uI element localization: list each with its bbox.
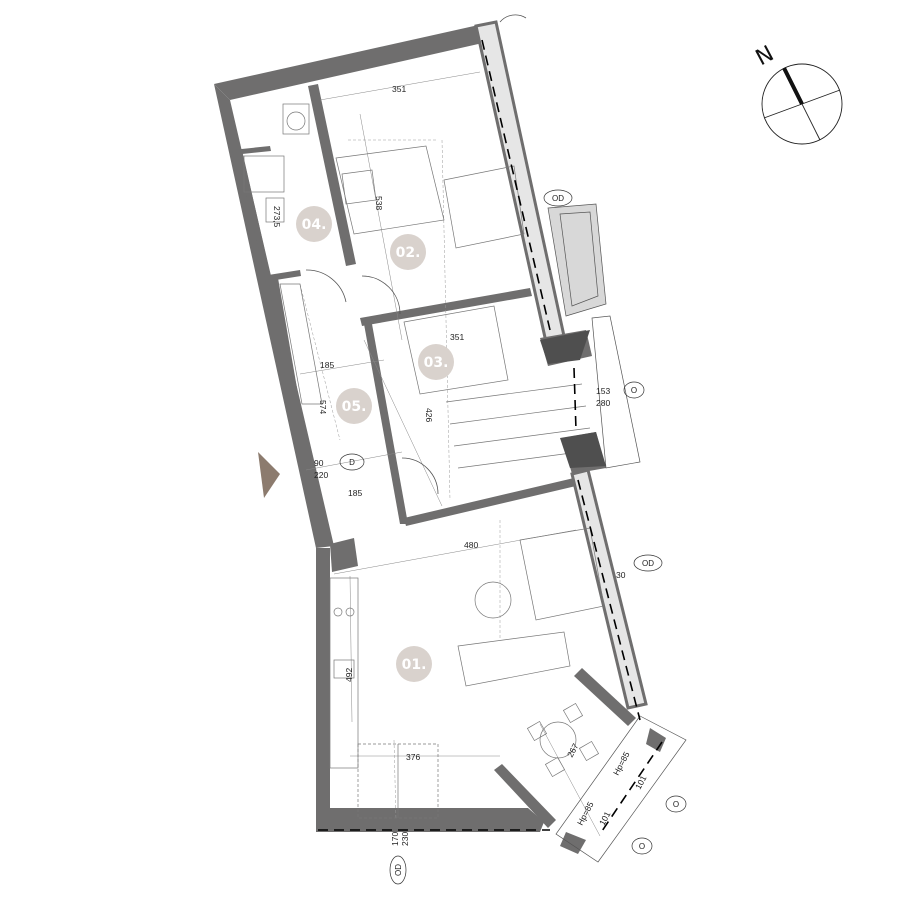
dim-351-top: 351 bbox=[392, 84, 406, 94]
dim-574: 574 bbox=[318, 400, 328, 414]
wall-05-inner bbox=[268, 278, 308, 452]
dim-90: 90 bbox=[314, 458, 324, 468]
room-label-03: 03. bbox=[424, 355, 449, 371]
bed-02 bbox=[335, 145, 445, 235]
wall-bay-right bbox=[646, 728, 666, 752]
glazing bbox=[318, 39, 663, 835]
wall-bottom bbox=[316, 808, 544, 832]
dim-492: 492 bbox=[344, 668, 354, 682]
dim-185-bottom: 185 bbox=[348, 488, 362, 498]
dim-101-b: 101 bbox=[597, 809, 613, 826]
furniture bbox=[243, 14, 605, 819]
lamp-table bbox=[474, 581, 512, 619]
room-label-02: 02. bbox=[396, 245, 421, 261]
badge-03 bbox=[418, 344, 454, 380]
tag-o-balcony-b: O bbox=[639, 842, 645, 851]
dim-101-a: 101 bbox=[633, 773, 649, 790]
dim-538: 538 bbox=[374, 196, 384, 210]
kitchen-counter bbox=[329, 577, 359, 769]
dim-426: 426 bbox=[424, 408, 434, 422]
balcony-rail-a bbox=[540, 330, 590, 364]
wall-bay-upper bbox=[574, 668, 636, 726]
dim-153: 153 bbox=[596, 386, 610, 396]
balcony-rail-b bbox=[560, 432, 606, 468]
wardrobe-01 bbox=[519, 527, 605, 621]
tag-o-mid: O bbox=[631, 386, 637, 395]
wall-left-lower bbox=[316, 548, 330, 828]
wall-kitchen-top bbox=[330, 538, 358, 572]
tag-od-bottom: OD bbox=[394, 864, 403, 876]
shower bbox=[282, 103, 310, 135]
room-label-05: 05. bbox=[342, 399, 367, 415]
dim-280: 280 bbox=[596, 398, 610, 408]
tag-od-top: OD bbox=[552, 194, 564, 203]
entrance-arrow-icon bbox=[258, 452, 280, 498]
wardrobe-02 bbox=[443, 165, 525, 249]
dim-267: 267 bbox=[565, 741, 581, 758]
dim-480: 480 bbox=[464, 540, 478, 550]
pillow-02 bbox=[341, 169, 377, 205]
north-label: N bbox=[752, 41, 778, 71]
badge-01 bbox=[396, 646, 432, 682]
dim-220: 220 bbox=[314, 470, 328, 480]
dim-30: 30 bbox=[616, 570, 626, 580]
wall-bay-bottom bbox=[560, 832, 586, 854]
wall-bay-left bbox=[494, 764, 556, 828]
dim-hp85-a: Hp=85 bbox=[611, 750, 632, 777]
dim-hp85-b: Hp=85 bbox=[575, 800, 596, 827]
tag-d-door: D bbox=[349, 458, 355, 467]
dim-170: 170 bbox=[390, 832, 400, 846]
bed-03 bbox=[403, 305, 509, 395]
balconies bbox=[540, 203, 687, 863]
interior-walls bbox=[232, 84, 576, 572]
tag-o-balcony-a: O bbox=[673, 800, 679, 809]
wall-top bbox=[214, 22, 496, 100]
badge-02 bbox=[390, 234, 426, 270]
dimension-lines bbox=[299, 71, 601, 837]
north-needle-icon bbox=[782, 67, 804, 105]
wall-03-bottom bbox=[404, 478, 576, 526]
compass-circle bbox=[761, 63, 843, 145]
sofa bbox=[457, 631, 571, 687]
wall-bath-right bbox=[308, 84, 356, 266]
closet-entry bbox=[279, 283, 323, 405]
north-compass: N bbox=[752, 41, 843, 145]
wall-hall bbox=[364, 324, 408, 524]
room-label-04: 04. bbox=[302, 217, 327, 233]
dim-351-mid: 351 bbox=[450, 332, 464, 342]
wall-02-03 bbox=[360, 288, 532, 326]
room-label-01: 01. bbox=[402, 657, 427, 673]
exterior-walls bbox=[214, 20, 666, 854]
dim-376: 376 bbox=[406, 752, 420, 762]
badge-05 bbox=[336, 388, 372, 424]
wall-bath-left bbox=[236, 150, 272, 282]
room-badges: 04. 02. 03. 05. 01. bbox=[296, 206, 454, 682]
dim-230: 230 bbox=[400, 832, 410, 846]
dim-185-top: 185 bbox=[320, 360, 334, 370]
window-tags: OD O OD O O OD D bbox=[339, 189, 687, 885]
washbasin bbox=[265, 197, 285, 223]
bathtub bbox=[243, 155, 285, 193]
tag-od-right: OD bbox=[642, 559, 654, 568]
bay-window bbox=[555, 715, 687, 863]
toilet-bowl bbox=[286, 111, 306, 131]
dim-273: 273,5 bbox=[272, 206, 282, 228]
badge-04 bbox=[296, 206, 332, 242]
